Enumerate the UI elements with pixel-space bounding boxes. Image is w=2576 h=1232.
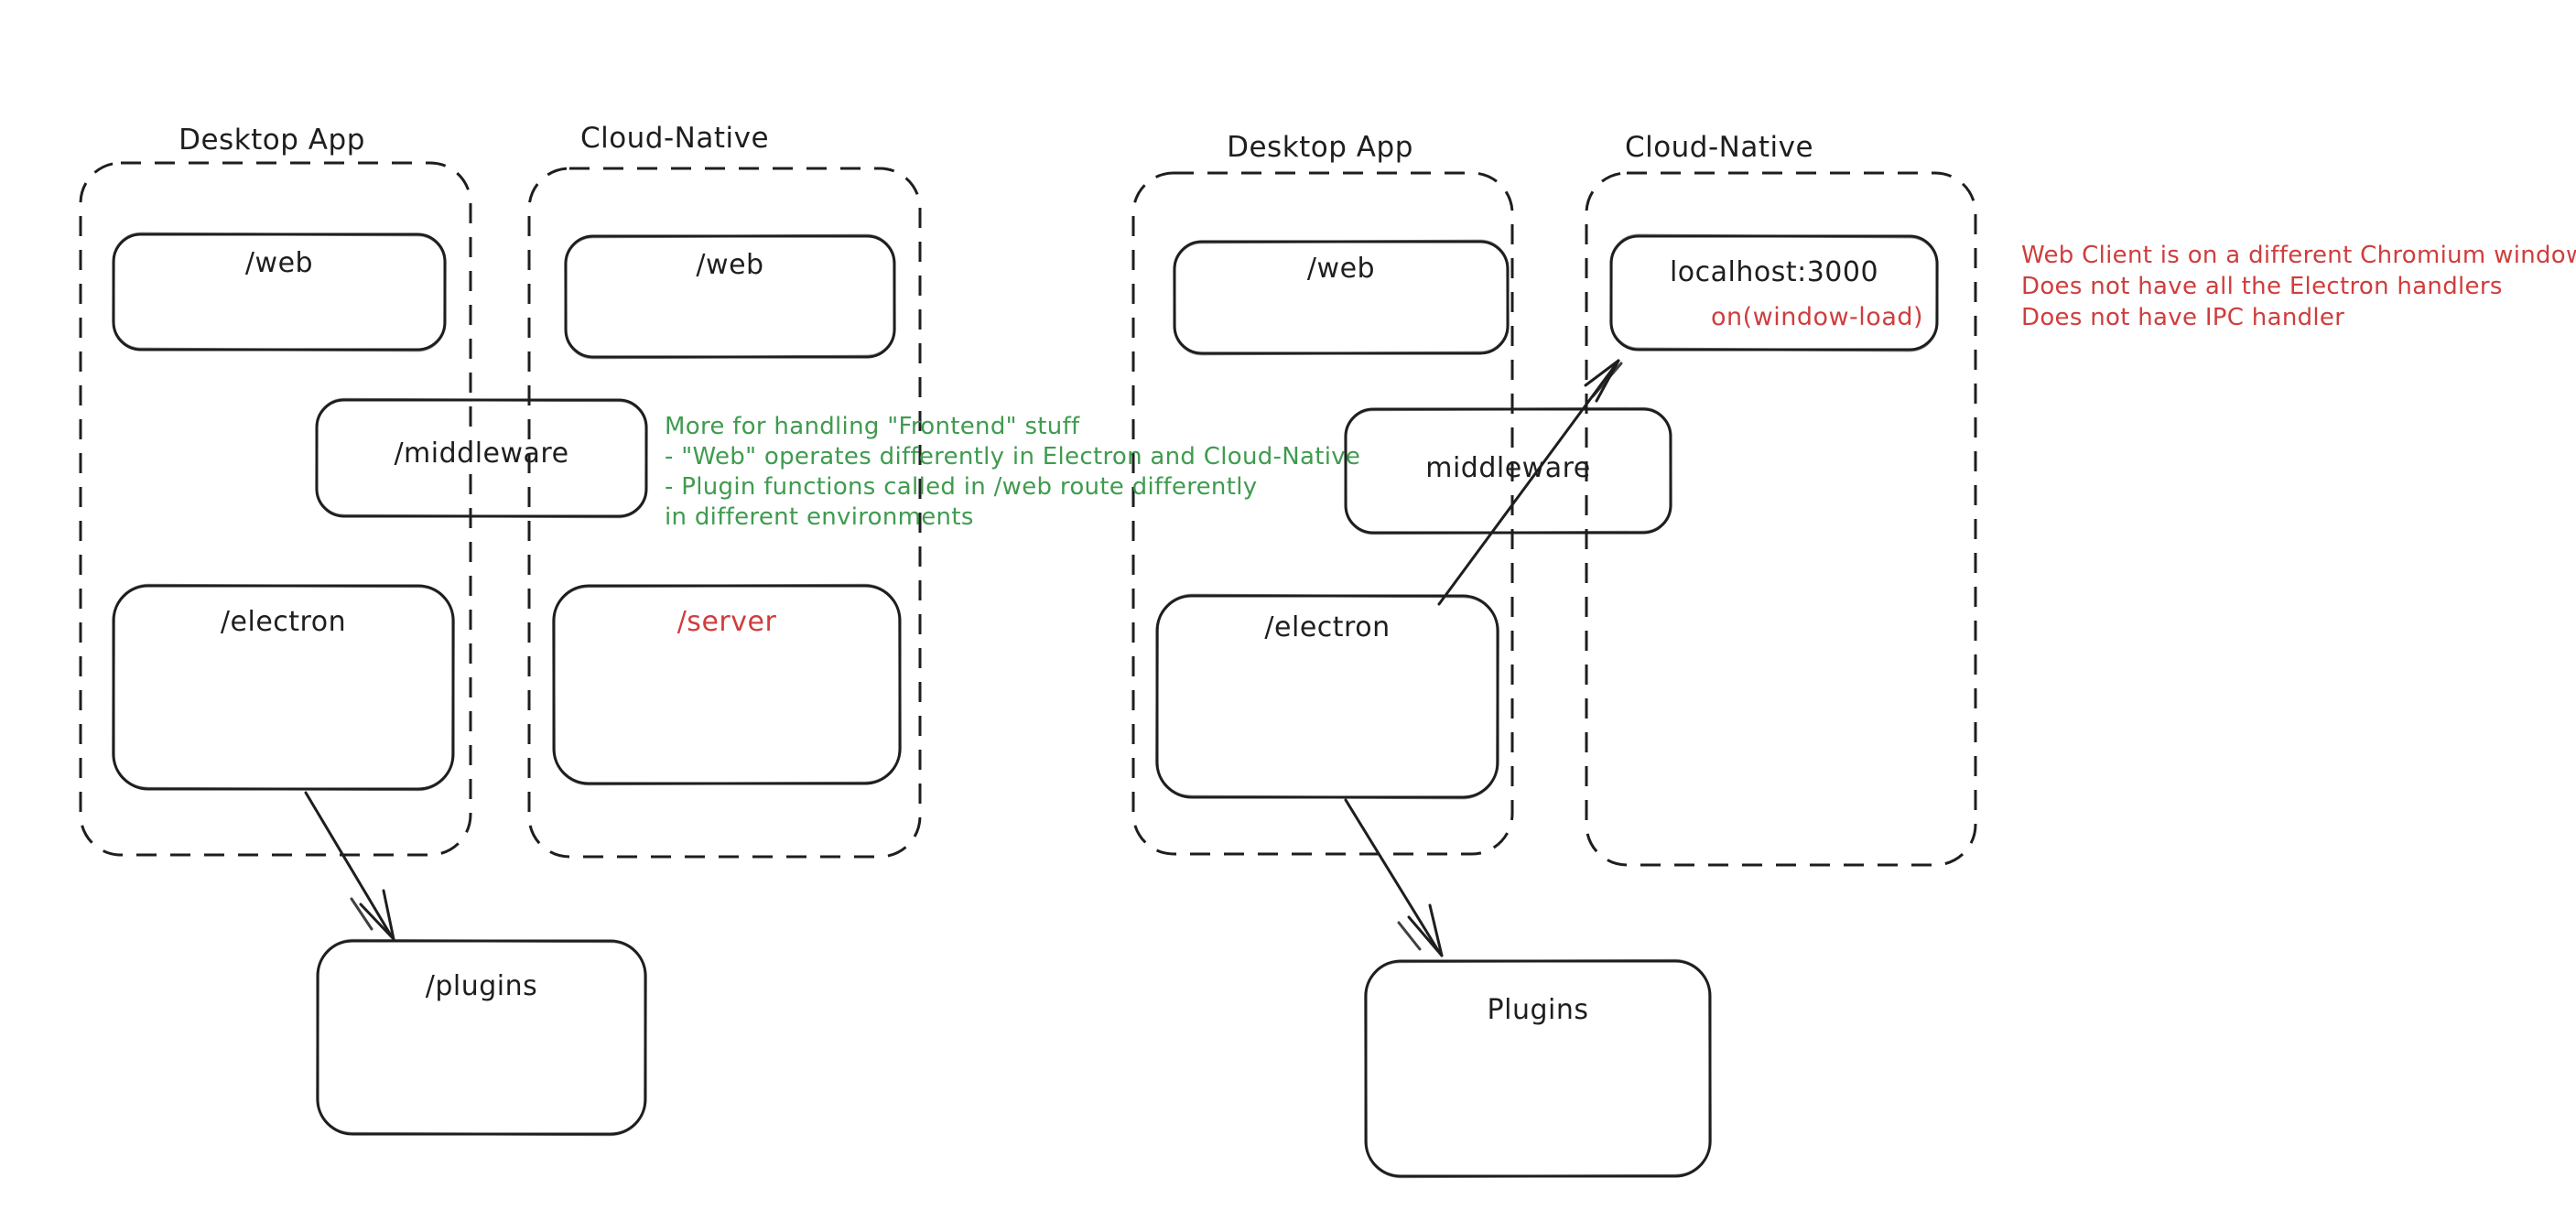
right-middleware-label[interactable]: middleware	[1425, 452, 1591, 484]
left-plugins-label[interactable]: /plugins	[425, 970, 538, 1002]
left-middleware-label[interactable]: /middleware	[394, 438, 569, 470]
left-cloud-web-label[interactable]: /web	[696, 249, 764, 281]
note-line: Does not have IPC handler	[2021, 304, 2345, 331]
right-desktop-web-label[interactable]: /web	[1306, 253, 1376, 285]
right-desktop-app-container[interactable]	[1131, 171, 1514, 856]
left-cloud-native-container[interactable]	[527, 167, 922, 859]
sketch-echo	[1363, 958, 1713, 1179]
arrow-left-electron-to-plugins[interactable]	[304, 791, 395, 941]
right-electron-label[interactable]: /electron	[1264, 611, 1391, 643]
right-window-load-label[interactable]: on(window-load)	[1710, 303, 1924, 331]
green-annotation[interactable]: More for handling "Frontend" stuff - "We…	[665, 412, 1360, 533]
note-line: Web Client is on a different Chromium wi…	[2021, 242, 2576, 269]
right-localhost-label[interactable]: localhost:3000	[1669, 256, 1879, 288]
red-annotation[interactable]: Web Client is on a different Chromium wi…	[2021, 240, 2576, 333]
note-line: Does not have all the Electron handlers	[2021, 273, 2503, 300]
left-desktop-web-label[interactable]: /web	[244, 247, 314, 279]
note-line: - "Web" operates differently in Electron…	[665, 443, 1361, 470]
left-electron-label[interactable]: /electron	[220, 606, 347, 638]
right-plugins-label[interactable]: Plugins	[1487, 994, 1589, 1026]
sketch-echo	[1609, 233, 1939, 352]
arrow-right-electron-to-localhost[interactable]	[1437, 359, 1623, 606]
left-desktop-app-container[interactable]	[79, 161, 472, 857]
left-cloud-native-title[interactable]: Cloud-Native	[579, 122, 770, 155]
note-line: More for handling "Frontend" stuff	[665, 413, 1080, 440]
right-localhost-box[interactable]	[1609, 234, 1939, 351]
note-line: in different environments	[665, 503, 974, 531]
sketch-echo	[315, 938, 648, 1137]
right-cloud-native-container[interactable]	[1585, 171, 1977, 867]
left-server-label[interactable]: /server	[676, 606, 777, 638]
note-line: - Plugin functions called in /web route …	[665, 473, 1258, 501]
right-cloud-native-title[interactable]: Cloud-Native	[1624, 131, 1814, 164]
left-desktop-app-title[interactable]: Desktop App	[179, 124, 365, 157]
right-desktop-app-title[interactable]: Desktop App	[1227, 131, 1413, 164]
arrow-right-electron-to-plugins[interactable]	[1344, 798, 1444, 957]
